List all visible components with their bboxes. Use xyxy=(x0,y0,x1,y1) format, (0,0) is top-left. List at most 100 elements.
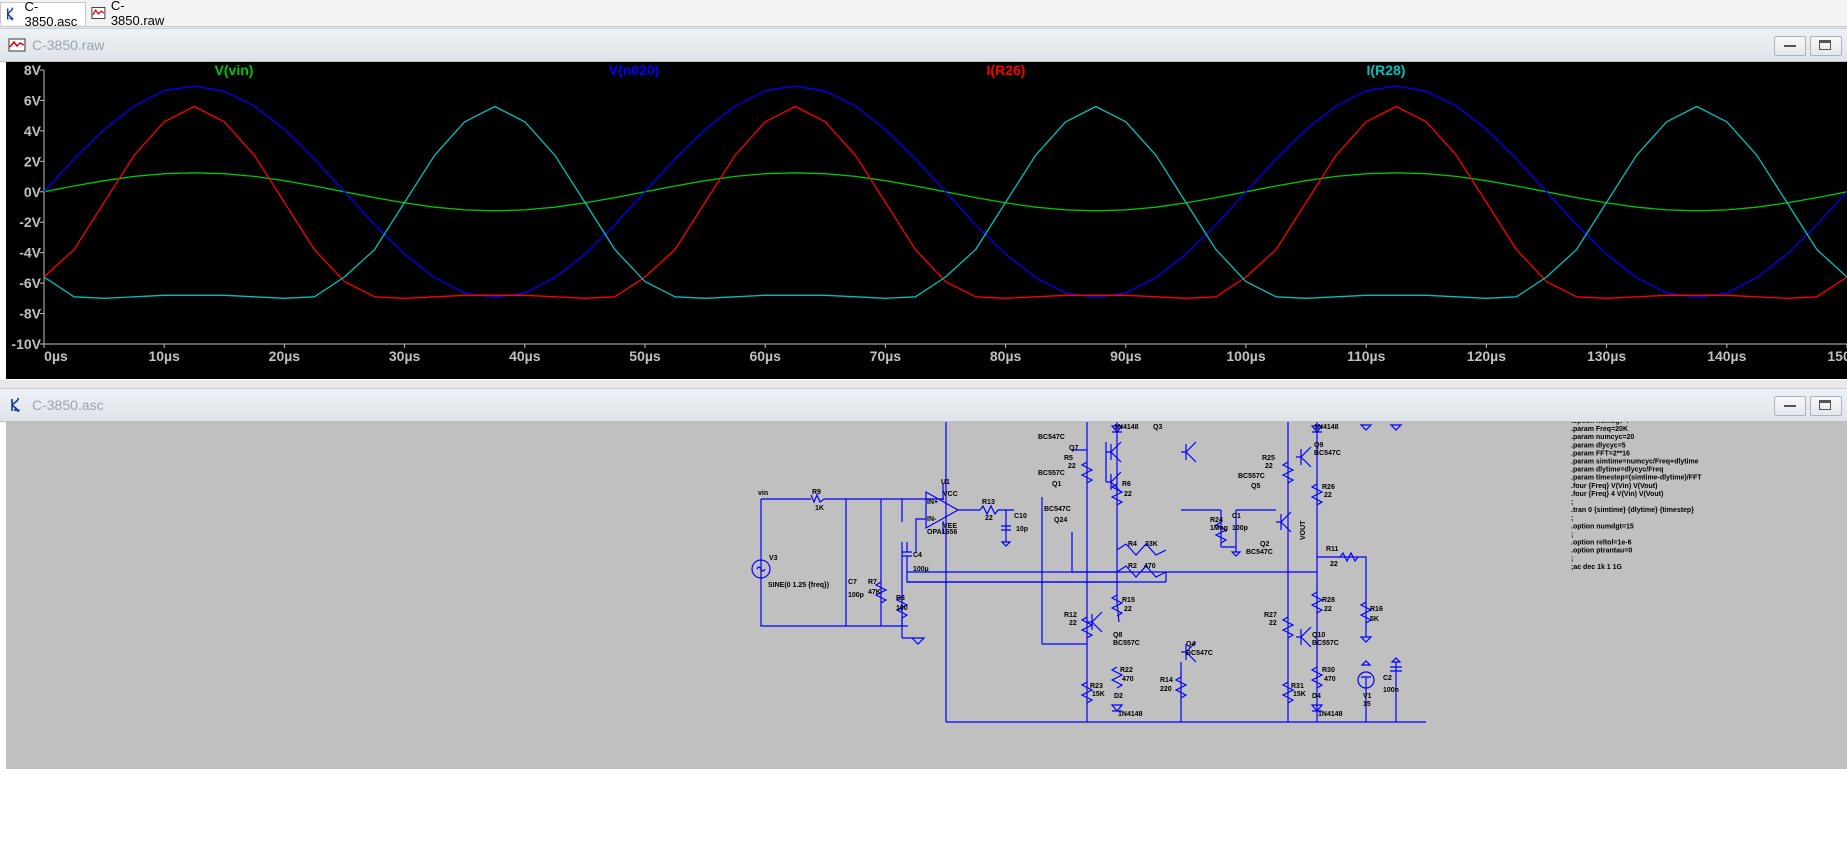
maximize-button[interactable] xyxy=(1810,396,1842,416)
svg-text:22: 22 xyxy=(1324,492,1332,499)
svg-text:BC557C: BC557C xyxy=(1113,640,1140,647)
svg-text:R6: R6 xyxy=(1122,481,1131,488)
svg-text:R16: R16 xyxy=(1370,606,1383,613)
svg-text:1N4148: 1N4148 xyxy=(1314,424,1339,431)
minimize-button[interactable] xyxy=(1774,36,1806,56)
svg-text:R4: R4 xyxy=(1128,541,1137,548)
directive-line: .param dlycyc=5 xyxy=(1571,442,1626,449)
legend-label: V(vin) xyxy=(215,62,254,78)
directive-line: .tran 0 {simtime} {dlytime} {timestep} xyxy=(1571,507,1694,514)
document-tab-bar: C-3850.asc C-3850.raw xyxy=(0,0,1847,29)
svg-text:V3: V3 xyxy=(769,555,778,562)
tab-waveform[interactable]: C-3850.raw xyxy=(87,0,173,28)
x-tick-label: 30µs xyxy=(389,348,421,364)
series-line xyxy=(43,105,1847,299)
svg-text:1N4148: 1N4148 xyxy=(1114,424,1139,431)
svg-text:22: 22 xyxy=(1324,606,1332,613)
directive-line: .param dlytime=dlycyc/Freq xyxy=(1571,467,1663,474)
x-tick-label: 10µs xyxy=(148,348,180,364)
svg-text:Q8: Q8 xyxy=(1113,632,1122,639)
series-line xyxy=(43,105,1847,299)
svg-text:U1: U1 xyxy=(941,479,950,486)
svg-text:R28: R28 xyxy=(1322,597,1335,604)
x-tick-label: 150µs xyxy=(1827,348,1847,364)
x-tick-label: 90µs xyxy=(1110,348,1142,364)
svg-text:R11: R11 xyxy=(1326,546,1339,553)
schematic-titlebar: C-3850.asc xyxy=(0,388,1847,422)
svg-text:R26: R26 xyxy=(1322,484,1335,491)
svg-text:1N4148: 1N4148 xyxy=(1318,711,1343,718)
y-tick-label: -10V xyxy=(11,336,41,352)
minimize-button[interactable] xyxy=(1774,396,1806,416)
svg-text:OPA1656: OPA1656 xyxy=(927,529,957,536)
directive-line: .option ptrantau=0 xyxy=(1571,548,1632,555)
x-tick-label: 40µs xyxy=(509,348,541,364)
spice-directives[interactable]: .option numdgt=7.param Freq=20K.param nu… xyxy=(1571,422,1702,571)
y-tick-label: 4V xyxy=(24,123,42,139)
svg-text:VCC: VCC xyxy=(943,491,958,498)
svg-text:22: 22 xyxy=(1330,561,1338,568)
x-tick-label: 60µs xyxy=(749,348,781,364)
svg-text:1Meg: 1Meg xyxy=(1210,525,1228,532)
y-tick-label: -4V xyxy=(19,245,41,261)
tab-schematic[interactable]: C-3850.asc xyxy=(0,0,86,29)
directive-line: .option numdgt=15 xyxy=(1571,523,1634,530)
x-tick-label: 130µs xyxy=(1587,348,1626,364)
x-tick-label: 20µs xyxy=(269,348,301,364)
svg-text:22: 22 xyxy=(1068,463,1076,470)
svg-text:BC557C: BC557C xyxy=(1312,640,1339,647)
svg-text:Q3: Q3 xyxy=(1153,424,1162,431)
svg-text:100: 100 xyxy=(896,605,908,612)
svg-text:470: 470 xyxy=(1122,676,1134,683)
svg-text:470: 470 xyxy=(1324,676,1336,683)
svg-text:R23: R23 xyxy=(1090,683,1103,690)
svg-text:Q1: Q1 xyxy=(1052,481,1061,488)
svg-text:C7: C7 xyxy=(848,579,857,586)
tab-label: C-3850.asc xyxy=(24,0,78,29)
svg-text:BC547C: BC547C xyxy=(1044,506,1071,513)
svg-text:R30: R30 xyxy=(1322,667,1335,674)
y-tick-label: -8V xyxy=(19,306,41,322)
directive-line: ; xyxy=(1571,515,1573,522)
svg-text:Q7: Q7 xyxy=(1069,445,1078,452)
svg-text:C4: C4 xyxy=(913,552,922,559)
y-tick-label: 2V xyxy=(24,153,42,169)
svg-text:5K: 5K xyxy=(1370,616,1379,623)
svg-text:220: 220 xyxy=(1160,686,1172,693)
directive-line: .param numcyc=20 xyxy=(1571,434,1634,441)
schematic-canvas[interactable]: vin R9 1K U1 VCC VEE IN+ IN- OPA1656 R13… xyxy=(6,422,1847,769)
svg-text:VEE: VEE xyxy=(943,523,957,530)
svg-text:100µ: 100µ xyxy=(913,566,929,573)
directive-line: ; xyxy=(1571,499,1573,506)
svg-text:BC547C: BC547C xyxy=(1314,450,1341,457)
svg-text:R25: R25 xyxy=(1262,455,1275,462)
svg-text:BC557C: BC557C xyxy=(1238,473,1265,480)
svg-text:22: 22 xyxy=(1069,620,1077,627)
directive-line: .four {Freq} 4 V(Vin) V(Vout) xyxy=(1571,491,1663,498)
svg-text:Q10: Q10 xyxy=(1312,632,1325,639)
svg-text:22: 22 xyxy=(985,515,993,522)
svg-text:R7: R7 xyxy=(868,579,877,586)
y-tick-label: 6V xyxy=(24,92,42,108)
x-tick-label: 140µs xyxy=(1707,348,1746,364)
svg-text:100n: 100n xyxy=(1383,687,1399,694)
svg-text:IN+: IN+ xyxy=(927,499,938,506)
svg-text:100p: 100p xyxy=(1232,525,1248,532)
legend-label: V(n020) xyxy=(609,62,660,78)
directive-line: ; xyxy=(1571,556,1573,563)
maximize-button[interactable] xyxy=(1810,36,1842,56)
svg-text:Q24: Q24 xyxy=(1054,517,1067,524)
svg-text:Q4: Q4 xyxy=(1186,641,1195,648)
svg-text:BC547C: BC547C xyxy=(1246,549,1273,556)
schematic-wires xyxy=(751,422,1426,723)
svg-text:C10: C10 xyxy=(1014,513,1027,520)
schematic-icon xyxy=(11,398,21,412)
svg-text:Q2: Q2 xyxy=(1260,541,1269,548)
svg-text:R9: R9 xyxy=(812,489,821,496)
svg-text:BC547C: BC547C xyxy=(1038,434,1065,441)
legend-label: I(R28) xyxy=(1367,62,1406,78)
svg-text:15K: 15K xyxy=(1293,691,1306,698)
